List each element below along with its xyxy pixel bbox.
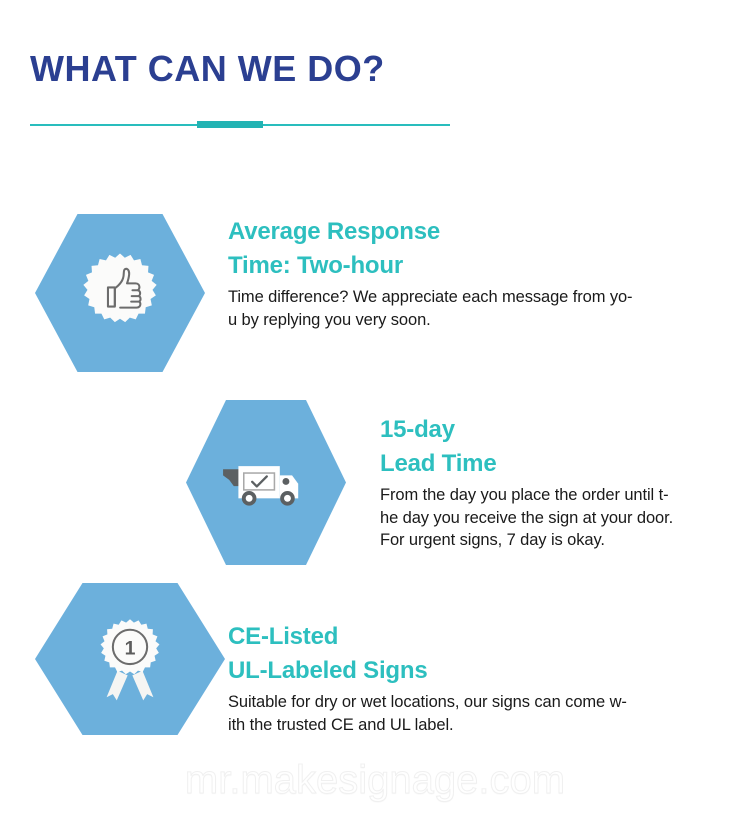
feature-3-heading: CE-Listed UL-Labeled Signs <box>228 620 728 688</box>
feature-2-body-line-1: From the day you place the order until t… <box>380 486 669 505</box>
feature-2-body-line-2: he day you receive the sign at your door… <box>380 508 674 527</box>
thumbs-up-badge-icon <box>35 214 205 372</box>
divider-accent-bar <box>197 121 263 128</box>
feature-1-heading: Average Response Time: Two-hour <box>228 215 728 283</box>
feature-2-heading: 15-day Lead Time <box>380 413 740 481</box>
feature-1-heading-line-1: Average Response <box>228 218 441 245</box>
feature-1-body-line-1: Time difference? We appreciate each mess… <box>228 288 633 307</box>
feature-1-text-block: Average Response Time: Two-hour Time dif… <box>228 215 728 331</box>
feature-2-body: From the day you place the order until t… <box>380 484 740 551</box>
feature-1-hexagon <box>35 214 205 372</box>
feature-2-heading-line-2: Lead Time <box>380 450 497 478</box>
feature-3-body: Suitable for dry or wet locations, our s… <box>228 691 728 736</box>
feature-2-body-line-3: For urgent signs, 7 day is okay. <box>380 531 605 550</box>
feature-2-heading-line-1: 15-day <box>380 416 455 443</box>
title-divider <box>30 120 450 130</box>
feature-3-text-block: CE-Listed UL-Labeled Signs Suitable for … <box>228 620 728 736</box>
feature-3-heading-line-2: UL-Labeled Signs <box>228 657 428 685</box>
feature-3-body-line-1: Suitable for dry or wet locations, our s… <box>228 693 627 712</box>
delivery-truck-icon <box>186 400 346 565</box>
feature-1-body: Time difference? We appreciate each mess… <box>228 286 728 331</box>
feature-2-text-block: 15-day Lead Time From the day you place … <box>380 413 740 551</box>
feature-3-body-line-2: ith the trusted CE and UL label. <box>228 715 454 734</box>
feature-3-heading-line-1: CE-Listed <box>228 623 339 650</box>
feature-3-hexagon: 1 <box>35 583 225 735</box>
site-watermark: mr.makesignage.com <box>184 758 566 803</box>
feature-1-body-line-2: u by replying you very soon. <box>228 310 431 329</box>
award-ribbon-icon: 1 <box>35 583 225 735</box>
svg-text:1: 1 <box>125 637 136 659</box>
page-title: WHAT CAN WE DO? <box>30 48 385 89</box>
feature-2-hexagon <box>186 400 346 565</box>
feature-1-heading-line-2: Time: Two-hour <box>228 252 403 280</box>
